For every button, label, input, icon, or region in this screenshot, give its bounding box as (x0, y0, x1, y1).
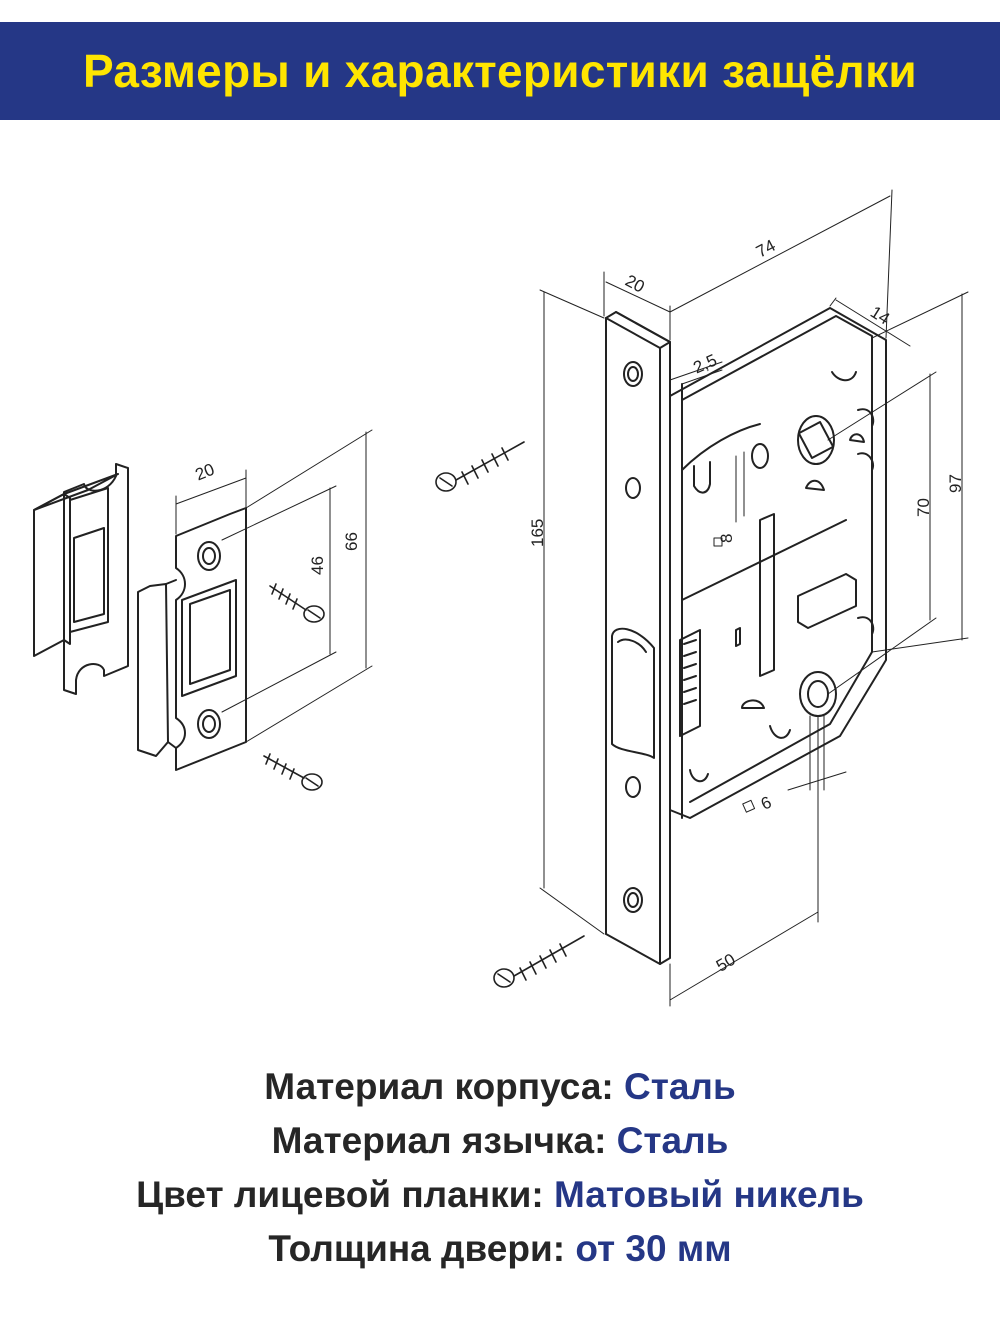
spec-value: Сталь (616, 1120, 729, 1161)
spec-row-faceplate-color: Цвет лицевой планки: Матовый никель (0, 1168, 1000, 1222)
latch-faceplate (605, 311, 671, 965)
center-distance-dim: 70 (914, 498, 933, 517)
faceplate-height-dim: 165 (528, 519, 547, 547)
plate-thickness-dim: 2,5 (690, 350, 719, 377)
spec-label: Материал корпуса: (264, 1066, 614, 1107)
specifications: Материал корпуса: Сталь Материал язычка:… (0, 1060, 1000, 1276)
square-symbol-icon (713, 537, 723, 547)
spec-label: Толщина двери: (268, 1228, 566, 1269)
body-depth-dim: 74 (753, 236, 779, 262)
latch-technical-drawing: 20 46 66 (0, 150, 1000, 1050)
title-banner: Размеры и характеристики защёлки (0, 22, 1000, 120)
strike-dimension-lines (175, 429, 373, 743)
spec-value: Матовый никель (553, 1174, 864, 1215)
strike-hole-spacing-dim: 46 (308, 556, 327, 575)
spec-label: Материал язычка: (271, 1120, 607, 1161)
strike-height-dim: 66 (342, 532, 361, 551)
spec-value: от 30 мм (575, 1228, 732, 1269)
edge-offset-dim: 14 (867, 302, 893, 328)
spec-row-latch-material: Материал язычка: Сталь (0, 1114, 1000, 1168)
latch-screw-icon (435, 441, 525, 492)
strike-box (33, 463, 129, 695)
body-height-dim: 97 (946, 474, 965, 493)
latch-screw-icon (493, 935, 585, 988)
strike-screw-icon (263, 753, 323, 791)
lock-body (669, 307, 887, 819)
faceplate-width-dim: 20 (622, 271, 648, 297)
latch-dimension-lines (539, 189, 969, 1007)
spindle-bottom-dim: 6 (758, 793, 774, 814)
spindle-top-dim: 8 (717, 534, 736, 543)
spec-value: Сталь (624, 1066, 736, 1107)
spec-row-body-material: Материал корпуса: Сталь (0, 1060, 1000, 1114)
strike-width-dim: 20 (192, 460, 217, 485)
square-symbol-icon (742, 799, 756, 813)
spec-label: Цвет лицевой планки: (136, 1174, 544, 1215)
strike-plate (137, 507, 247, 771)
strike-screw-icon (269, 583, 325, 623)
spec-row-door-thickness: Толщина двери: от 30 мм (0, 1222, 1000, 1276)
page-title: Размеры и характеристики защёлки (83, 45, 917, 97)
